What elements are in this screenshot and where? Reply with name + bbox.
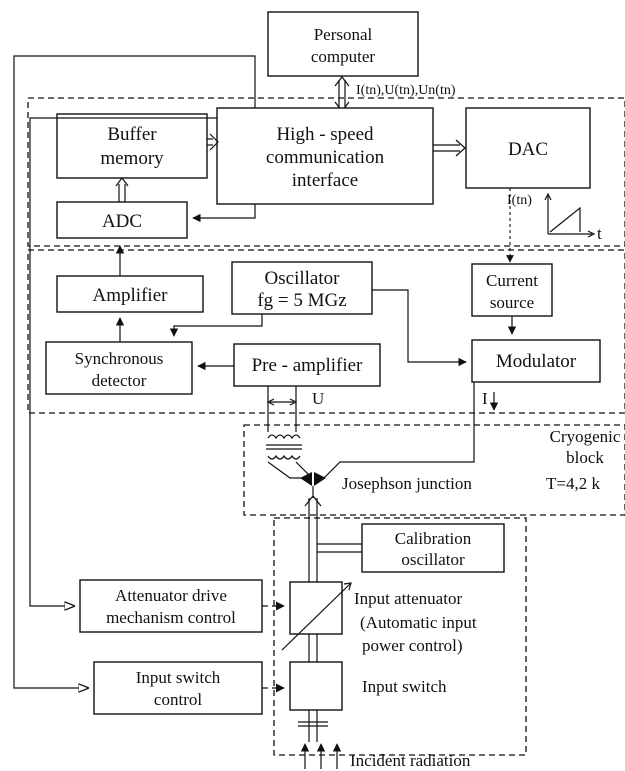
transformer-icon (266, 386, 302, 460)
pc-label-line1: Personal (314, 25, 373, 44)
current-source-label-line1: Current (486, 271, 538, 290)
attenuator-label-line1: Input attenuator (354, 589, 462, 608)
preamplifier-block: Pre - amplifier (233, 343, 381, 387)
current-source-block: Current source (471, 263, 553, 317)
calibration-label-line2: oscillator (401, 550, 465, 569)
oscillator-block: Oscillator fg = 5 MGz (231, 261, 373, 315)
synchronous-detector-block: Synchronous detector (45, 341, 193, 395)
buffer-label-line1: Buffer (107, 124, 157, 145)
cryogenic-label-line1: Cryogenic (550, 427, 621, 446)
adc-block: ADC (56, 201, 188, 239)
input-switch-label: Input switch (362, 677, 447, 696)
attenuator-label-line3: power control) (362, 636, 463, 655)
buffer-label-line2: memory (100, 148, 164, 169)
bus-arrows (115, 133, 466, 202)
input-attenuator-block (281, 581, 352, 651)
oscillator-to-modulator-arrow (372, 289, 467, 367)
interface-block: High - speed communication interface (216, 107, 434, 205)
cryogenic-label-line3: T=4,2 k (546, 474, 600, 493)
cryogenic-label-line2: block (566, 448, 604, 467)
adc-label: ADC (102, 211, 142, 232)
input-switch-block (289, 661, 343, 711)
modulator-label: Modulator (496, 351, 577, 372)
calibration-label-line1: Calibration (395, 529, 472, 548)
oscillator-label-line2: fg = 5 MGz (257, 290, 346, 311)
modulator-block: Modulator (471, 339, 601, 383)
digital-section-frame (27, 97, 625, 247)
personal-computer-block: Personal computer (267, 11, 419, 77)
sync-detector-label-line2: detector (92, 371, 147, 390)
sync-detector-label-line1: Synchronous (75, 349, 164, 368)
atten-drive-label-line2: mechanism control (106, 608, 236, 627)
ramp-waveform-icon (544, 192, 596, 238)
attenuator-drive-block: Attenuator drive mechanism control (79, 579, 263, 633)
buffer-memory-block: Buffer memory (56, 113, 208, 179)
preamplifier-label: Pre - amplifier (252, 355, 363, 376)
dac-label: DAC (508, 139, 548, 160)
modulator-bias-line (321, 382, 475, 481)
interface-to-adc-arrow (192, 204, 256, 223)
input-switch-control-block: Input switch control (93, 661, 263, 715)
switch-control-label-line1: Input switch (136, 668, 221, 687)
interface-to-attenuator-drive-line (29, 117, 217, 606)
voltage-label: U (312, 389, 324, 408)
incident-radiation-label: Incident radiation (350, 751, 471, 770)
amplifier-block: Amplifier (56, 275, 204, 313)
oscillator-label-line1: Oscillator (265, 268, 341, 289)
oscillator-to-detector-arrow (169, 314, 263, 337)
pc-label-line2: computer (311, 47, 376, 66)
switch-control-label-line2: control (154, 690, 202, 709)
interface-label-line2: communication (266, 147, 385, 168)
interface-label-line1: High - speed (276, 124, 374, 145)
junction-label: Josephson junction (342, 474, 472, 493)
interface-label-line3: interface (292, 170, 358, 191)
calibration-oscillator-block: Calibration oscillator (361, 523, 505, 573)
current-source-label-line2: source (490, 293, 534, 312)
time-axis-label: t (597, 224, 602, 243)
interface-to-switch-control-line (13, 55, 256, 688)
amplifier-label: Amplifier (93, 285, 169, 306)
current-label: I (482, 389, 488, 408)
dac-block: DAC (465, 107, 591, 189)
incident-radiation-arrows (300, 743, 342, 769)
input-section-frame (273, 517, 527, 756)
cryogenic-frame (243, 424, 625, 516)
josephson-junction-icon (267, 461, 326, 498)
dac-output-label: I(tn) (507, 193, 532, 208)
attenuator-label-line2: (Automatic input (360, 613, 477, 632)
atten-drive-label-line1: Attenuator drive (115, 586, 227, 605)
pc-bus (334, 76, 350, 112)
pc-bus-label: I(tn),U(tn),Un(tn) (356, 83, 456, 98)
